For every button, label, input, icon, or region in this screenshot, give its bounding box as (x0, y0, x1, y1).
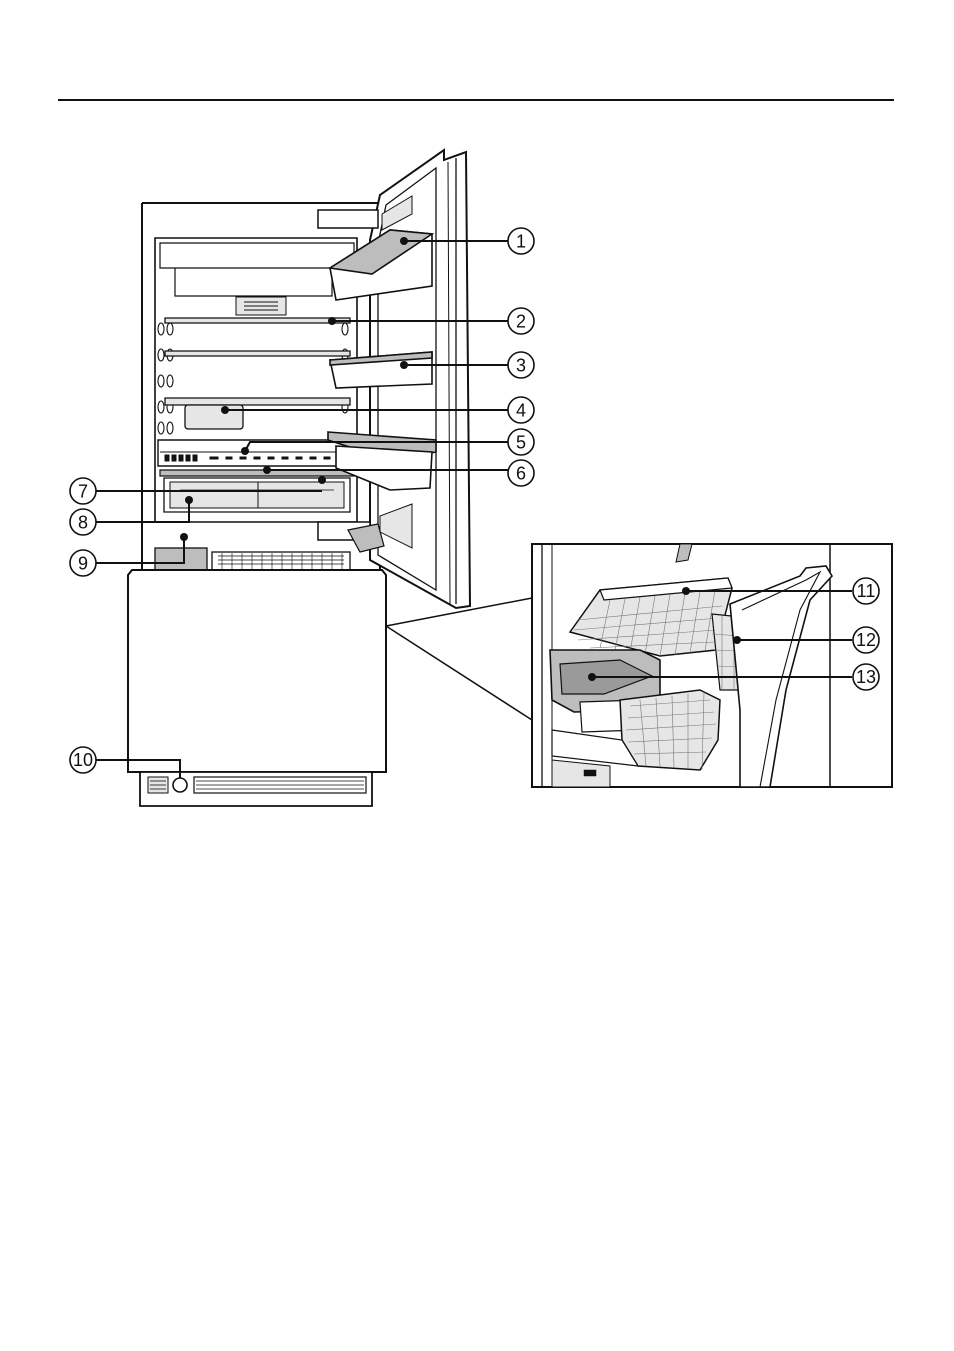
callout-label: 13 (856, 667, 876, 687)
callout-label: 12 (856, 630, 876, 650)
callout-label: 2 (516, 312, 526, 332)
callout-6: 6 (508, 460, 534, 486)
callout-8: 8 (70, 509, 96, 535)
callout-2: 2 (508, 308, 534, 334)
callout-7: 7 (70, 478, 96, 504)
callout-label: 4 (516, 401, 526, 421)
zoom-lines (386, 598, 532, 720)
callout-10: 10 (70, 747, 96, 773)
butter-box (185, 405, 243, 429)
callout-label: 1 (516, 232, 526, 252)
callout-4: 4 (508, 397, 534, 423)
callout-label: 6 (516, 464, 526, 484)
callout-label: 9 (78, 554, 88, 574)
callout-11: 11 (853, 578, 879, 604)
callout-3: 3 (508, 352, 534, 378)
callout-label: 11 (857, 581, 876, 601)
filter-knob (173, 778, 187, 792)
control-panel (158, 440, 354, 466)
callout-9: 9 (70, 550, 96, 576)
callout-label: 3 (516, 356, 526, 376)
door-shelves (328, 230, 436, 490)
callout-12: 12 (853, 627, 879, 653)
freezer-inset (532, 544, 892, 787)
callout-label: 5 (516, 433, 526, 453)
callout-label: 10 (73, 750, 93, 770)
callout-13: 13 (853, 664, 879, 690)
callout-1: 1 (508, 228, 534, 254)
callout-5: 5 (508, 429, 534, 455)
callout-label: 8 (78, 513, 88, 533)
callout-label: 7 (78, 482, 88, 502)
freezer-drawer-front (128, 570, 386, 806)
